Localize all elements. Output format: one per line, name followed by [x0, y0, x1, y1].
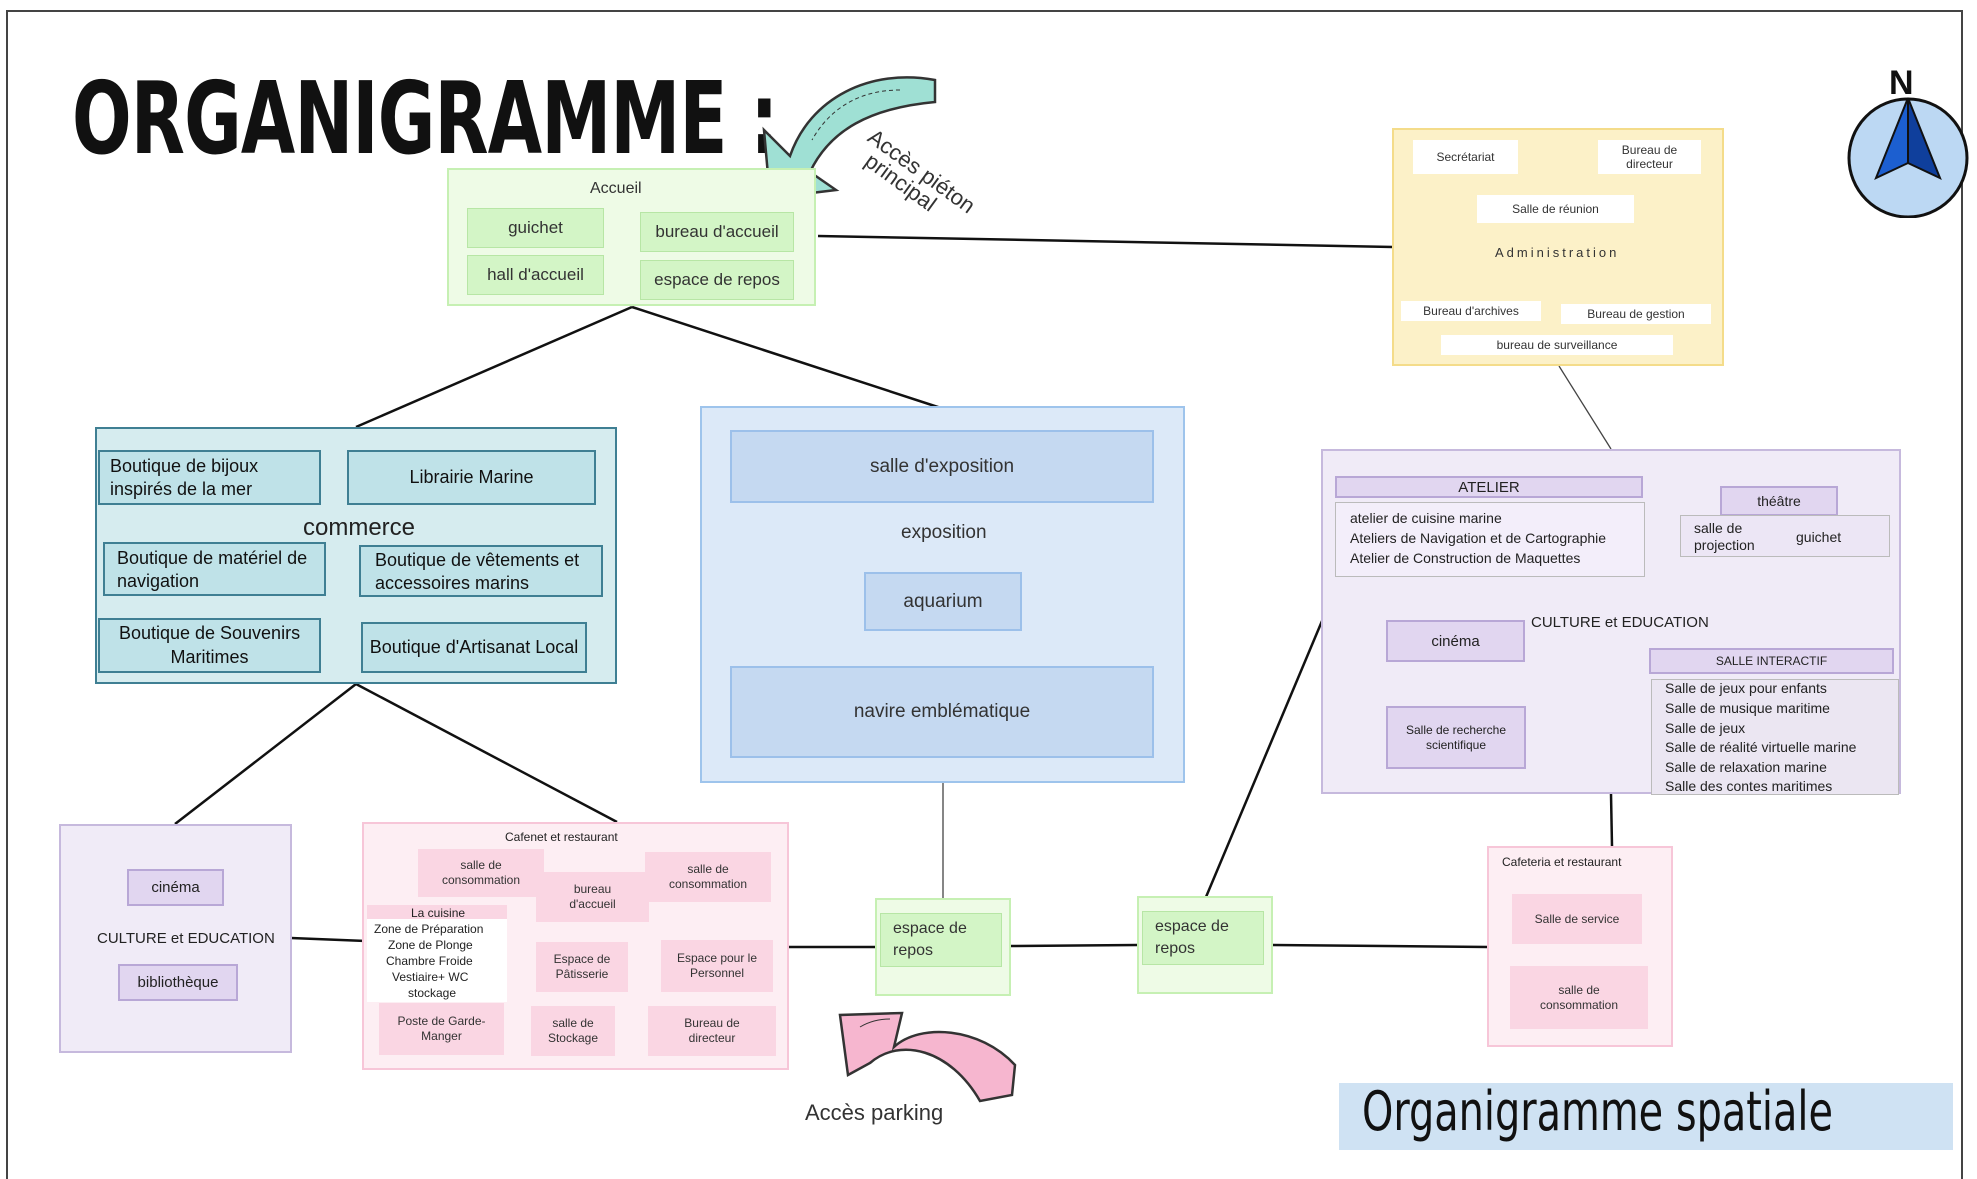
culture-left-label: CULTURE et EDUCATION [97, 930, 275, 947]
salle-interactif-label: SALLE INTERACTIF [1649, 648, 1894, 674]
salle-service-box: Salle de service [1512, 894, 1642, 944]
zone-preparation-label: Zone de Préparation [374, 922, 484, 936]
culture-left-group [59, 824, 292, 1053]
cinema-right-box: cinéma [1386, 620, 1525, 662]
interactif-item-5: Salle de relaxation marine [1665, 759, 1827, 775]
chambre-froide-label: Chambre Froide [386, 954, 473, 968]
cinema-left-box: cinéma [127, 869, 224, 906]
link-accueil-commerce [355, 305, 633, 429]
aquarium-box: aquarium [864, 572, 1022, 631]
page-title: ORGANIGRAMME : [72, 60, 778, 177]
espace-repos-accueil-box: espace de repos [640, 260, 794, 300]
legend-box [1339, 1083, 1953, 1150]
salle-projection-box: salle de projection [1694, 520, 1755, 553]
zone-plonge-label: Zone de Plonge [388, 938, 473, 952]
navire-emblematique-box: navire emblématique [730, 666, 1154, 758]
link-accueil-exposition [631, 305, 945, 411]
bureau-directeur-admin-box: Bureau de directeur [1598, 140, 1701, 174]
cuisine-header-bar [367, 905, 507, 919]
link-atelier-cafeteria [1609, 793, 1614, 847]
link-repos1-repos2 [1010, 943, 1138, 948]
atelier-item-2: Ateliers de Navigation et de Cartographi… [1350, 530, 1607, 546]
espace-personnel-box: Espace pour le Personnel [661, 940, 773, 992]
salle-recherche-box: Salle de recherche scientifique [1386, 706, 1526, 769]
salle-exposition-box: salle d'exposition [730, 430, 1154, 503]
atelier-item-1: atelier de cuisine marine [1350, 510, 1502, 526]
north-compass-icon [1847, 97, 1969, 218]
bureau-gestion-box: Bureau de gestion [1561, 304, 1711, 324]
bureau-archives-box: Bureau d'archives [1401, 301, 1541, 321]
culture-right-label: CULTURE et EDUCATION [1531, 614, 1709, 631]
link-repos2-cafeteria [1272, 943, 1489, 949]
commerce-label: commerce [303, 514, 416, 541]
interactif-item-6: Salle des contes maritimes [1665, 778, 1833, 794]
link-repos2-atelier [1204, 620, 1324, 898]
page-frame [6, 10, 1963, 1179]
link-commerce-cafenet [355, 682, 618, 824]
stockage-label: stockage [408, 986, 457, 1000]
atelier-label: ATELIER [1335, 476, 1643, 498]
bureau-accueil-box: bureau d'accueil [640, 212, 794, 252]
interactif-item-1: Salle de jeux pour enfants [1665, 680, 1827, 696]
legend-label: Organigramme spatiale [1362, 1080, 1833, 1143]
guichet-box: guichet [467, 208, 604, 248]
bureau-accueil-cafenet-box: bureau d'accueil [536, 872, 649, 922]
cuisine-box [367, 905, 507, 1002]
cuisine-label: La cuisine [411, 906, 466, 920]
theatre-box: théâtre [1720, 486, 1838, 516]
atelier-list-box [1335, 502, 1645, 577]
espace-repos-1-box: espace de repos [880, 913, 1002, 967]
secretariat-box: Secrétariat [1413, 140, 1518, 174]
compass-north-label: N [1889, 64, 1914, 102]
salle-reunion-box: Salle de réunion [1477, 195, 1634, 223]
guichet-atelier-label: guichet [1796, 529, 1842, 545]
link-accueil-administration [817, 234, 1394, 249]
espace-patisserie-box: Espace de Pâtisserie [536, 942, 628, 992]
bibliotheque-box: bibliothèque [118, 964, 238, 1001]
interactif-item-2: Salle de musique maritime [1665, 700, 1830, 716]
cafenet-label: Cafenet et restaurant [505, 830, 618, 844]
administration-label: Administration [1495, 245, 1620, 260]
parking-access-label: Accès parking [805, 1100, 944, 1125]
hall-accueil-box: hall d'accueil [467, 255, 604, 295]
bureau-directeur-cafenet-box: Bureau de directeur [648, 1006, 776, 1056]
salle-stockage-box: salle de Stockage [531, 1006, 615, 1056]
cafeteria-label: Cafeteria et restaurant [1502, 855, 1622, 869]
interactif-item-4: Salle de réalité virtuelle marine [1665, 739, 1857, 755]
boutique-bijoux-box: Boutique de bijoux inspirés de la mer [98, 450, 321, 505]
parking-access-arrow-icon [838, 1011, 1017, 1103]
salle-consommation-1-box: salle de consommation [418, 849, 544, 897]
salle-consommation-2-box: salle de consommation [645, 852, 771, 902]
boutique-artisanat-box: Boutique d'Artisanat Local [361, 622, 587, 673]
interactif-item-3: Salle de jeux [1665, 720, 1746, 736]
link-culture-cafenet [290, 936, 367, 943]
link-administration-atelier [1558, 365, 1612, 450]
bureau-surveillance-box: bureau de surveillance [1441, 335, 1673, 355]
librairie-marine-box: Librairie Marine [347, 450, 596, 505]
salle-consommation-cafeteria-box: salle de consommation [1510, 966, 1648, 1029]
boutique-souvenirs-box: Boutique de Souvenirs Maritimes [98, 618, 321, 673]
atelier-item-3: Atelier de Construction de Maquettes [1350, 550, 1581, 566]
salle-interactif-list [1651, 679, 1899, 795]
poste-garde-manger-box: Poste de Garde-Manger [379, 1003, 504, 1055]
boutique-vetements-box: Boutique de vêtements et accessoires mar… [359, 545, 603, 597]
espace-repos-2-box: espace de repos [1142, 911, 1264, 965]
vestiaire-wc-label: Vestiaire+ WC [392, 970, 469, 984]
accueil-label: Accueil [590, 180, 642, 197]
exposition-label: exposition [901, 522, 987, 543]
link-commerce-culture [174, 683, 357, 825]
projection-group [1680, 515, 1890, 557]
boutique-materiel-navigation-box: Boutique de matériel de navigation [103, 542, 326, 596]
